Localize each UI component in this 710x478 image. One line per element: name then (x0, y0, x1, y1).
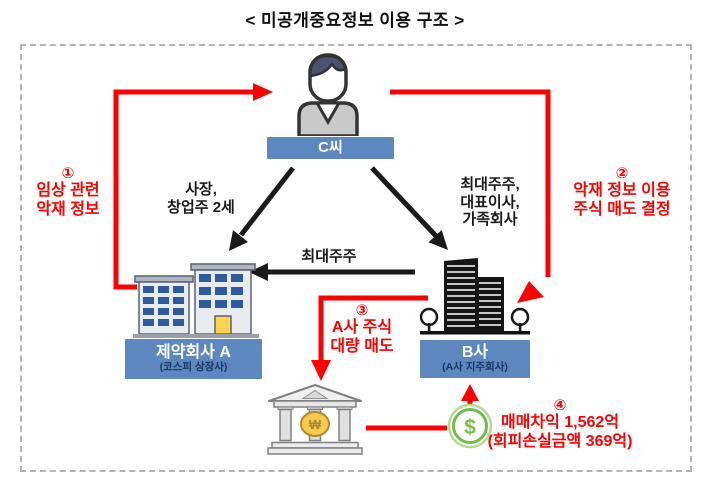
company-b-subname: (A사 지주회사) (442, 360, 508, 373)
annotation-step3: ③ A사 주식 대량 매도 (316, 303, 408, 357)
step4-number: ④ (553, 397, 567, 414)
relation-right-line: 가족회사 (462, 211, 518, 229)
annotation-step2: ② 악재 정보 이용 주식 매도 결정 (553, 166, 691, 220)
company-a-subname: (코스피 상장사) (159, 360, 228, 373)
step2-line: 주식 매도 결정 (573, 200, 671, 218)
step2-line: 악재 정보 이용 (573, 181, 671, 199)
step1-line: 악재 정보 (36, 200, 100, 218)
bank-icon: ₩ (266, 384, 364, 456)
label-largest-shareholder: 최대주주 (301, 248, 357, 265)
step4-line: (회피손실금액 369억) (487, 432, 633, 450)
step1-number: ① (61, 165, 75, 182)
relation-left-line: 사장, (185, 181, 217, 198)
relation-right-line: 최대주주, (460, 176, 520, 193)
company-b-label: B사 (A사 지주회사) (420, 340, 530, 378)
step3-number: ③ (355, 302, 369, 319)
relation-left-line: 창업주 2세 (167, 198, 235, 216)
annotation-step1: ① 임상 관련 악재 정보 (20, 166, 116, 220)
person-icon (288, 52, 368, 138)
annotation-step4: ④ 매매차익 1,562억 (회피손실금액 369억) (452, 398, 668, 452)
step4-line: 매매차익 1,562억 (500, 413, 620, 431)
step3-line: A사 주식 (331, 318, 393, 336)
annotation-relation-left: 사장, 창업주 2세 (150, 181, 252, 216)
step1-line: 임상 관련 (36, 181, 100, 199)
person-label: C씨 (267, 137, 394, 159)
step2-number: ② (615, 165, 629, 182)
dollar-symbol: $ (464, 416, 476, 439)
person-label-text: C씨 (318, 139, 343, 156)
company-b-name: B사 (461, 343, 489, 361)
page-title: < 미공개중요정보 이용 구조 > (245, 11, 465, 30)
relation-right-line: 대표이사, (460, 193, 520, 211)
company-a-label: 제약회사 A (코스피 상장사) (125, 339, 262, 379)
company-a-name: 제약회사 A (156, 343, 231, 361)
dollar-coin-icon: $ (447, 403, 493, 449)
building-b-icon (419, 256, 530, 338)
step3-line: 대량 매도 (330, 337, 394, 355)
annotation-relation-right: 최대주주, 대표이사, 가족회사 (430, 176, 550, 229)
building-a-icon (133, 256, 259, 338)
won-symbol: ₩ (309, 417, 322, 432)
